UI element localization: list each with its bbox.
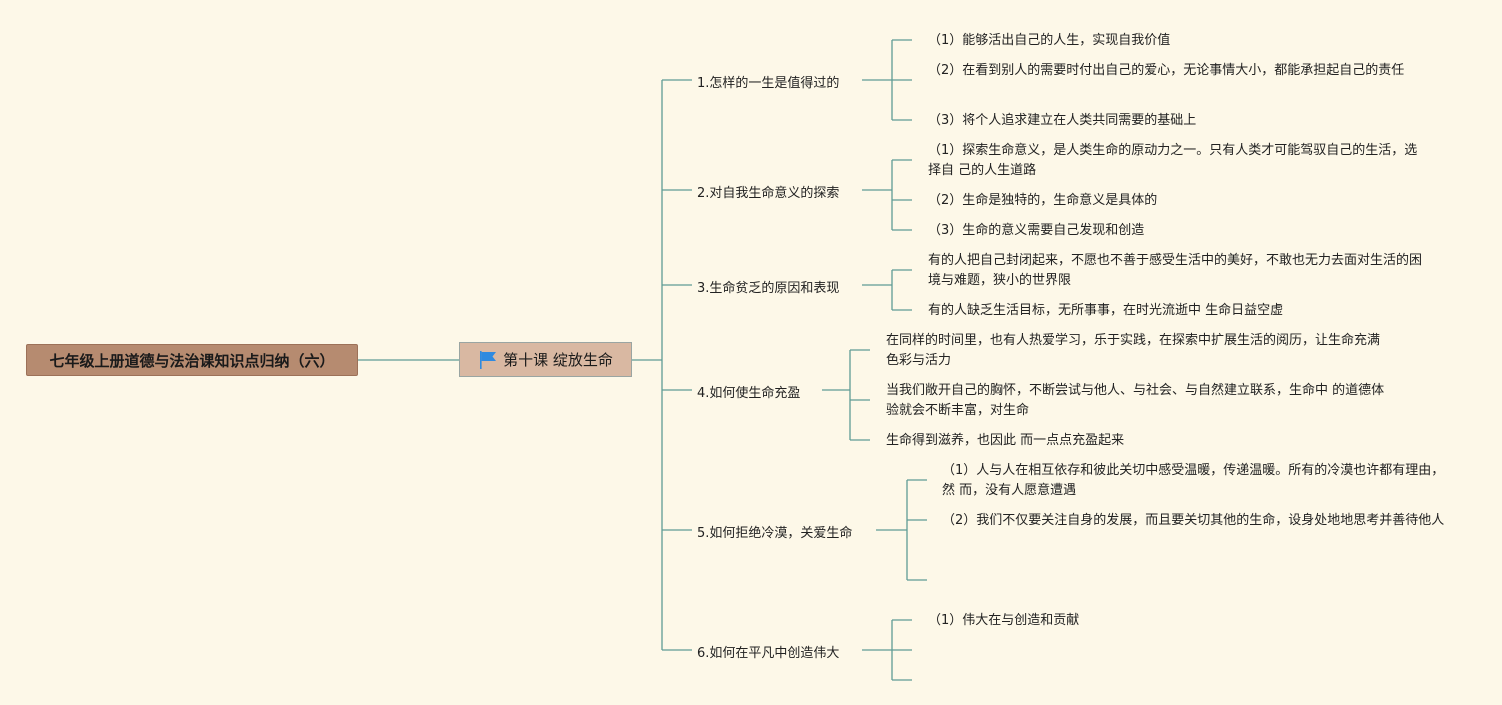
leaf-text: （3）将个人追求建立在人类共同需要的基础上 <box>928 113 1197 128</box>
branch-4[interactable]: 4.如何使生命充盈 <box>697 382 800 401</box>
center-node[interactable]: 第十课 绽放生命 <box>459 342 632 377</box>
branch-label: 1.怎样的一生是值得过的 <box>697 76 840 91</box>
leaf-2-1[interactable]: （1）探索生命意义，是人类生命的原动力之一。只有人类才可能驾驭自己的生活，选择自… <box>928 141 1420 181</box>
branch-label: 6.如何在平凡中创造伟大 <box>697 646 840 661</box>
leaf-text: （1）人与人在相互依存和彼此关切中感受温暖，传递温暖。所有的冷漠也许都有理由，然… <box>942 463 1445 498</box>
leaf-5-1[interactable]: （1）人与人在相互依存和彼此关切中感受温暖，传递温暖。所有的冷漠也许都有理由，然… <box>942 461 1447 501</box>
leaf-text: 有的人缺乏生活目标，无所事事，在时光流逝中 生命日益空虚 <box>928 303 1284 318</box>
center-title: 第十课 绽放生命 <box>503 351 613 369</box>
branch-1[interactable]: 1.怎样的一生是值得过的 <box>697 72 839 91</box>
leaf-text: （1）探索生命意义，是人类生命的原动力之一。只有人类才可能驾驭自己的生活，选择自… <box>928 143 1418 178</box>
branch-5[interactable]: 5.如何拒绝冷漠，关爱生命 <box>697 522 852 541</box>
leaf-text: 有的人把自己封闭起来，不愿也不善于感受生活中的美好，不敢也无力去面对生活的困 境… <box>928 253 1423 288</box>
leaf-text: （1）能够活出自己的人生，实现自我价值 <box>928 33 1171 48</box>
leaf-text: （1）伟大在与创造和贡献 <box>928 613 1080 628</box>
leaf-1-3[interactable]: （3）将个人追求建立在人类共同需要的基础上 <box>928 111 1438 131</box>
leaf-text: （3）生命的意义需要自己发现和创造 <box>928 223 1145 238</box>
leaf-1-2[interactable]: （2）在看到别人的需要时付出自己的爱心，无论事情大小，都能承担起自己的责任 <box>928 61 1410 81</box>
leaf-4-2[interactable]: 当我们敞开自己的胸怀，不断尝试与他人、与社会、与自然建立联系，生命中 的道德体验… <box>886 381 1391 421</box>
branch-6[interactable]: 6.如何在平凡中创造伟大 <box>697 642 839 661</box>
leaf-3-1[interactable]: 有的人把自己封闭起来，不愿也不善于感受生活中的美好，不敢也无力去面对生活的困 境… <box>928 251 1428 291</box>
branch-3[interactable]: 3.生命贫乏的原因和表现 <box>697 277 839 296</box>
flag-icon <box>480 350 497 369</box>
root-node[interactable]: 七年级上册道德与法治课知识点归纳（六） <box>26 344 358 376</box>
leaf-text: （2）在看到别人的需要时付出自己的爱心，无论事情大小，都能承担起自己的责任 <box>928 63 1405 78</box>
leaf-3-2[interactable]: 有的人缺乏生活目标，无所事事，在时光流逝中 生命日益空虚 <box>928 301 1438 321</box>
branch-label: 3.生命贫乏的原因和表现 <box>697 281 840 296</box>
leaf-2-2[interactable]: （2）生命是独特的，生命意义是具体的 <box>928 191 1438 211</box>
leaf-4-3[interactable]: 生命得到滋养，也因此 而一点点充盈起来 <box>886 431 1391 451</box>
leaf-text: 当我们敞开自己的胸怀，不断尝试与他人、与社会、与自然建立联系，生命中 的道德体验… <box>886 383 1385 418</box>
leaf-5-2[interactable]: （2）我们不仅要关注自身的发展，而且要关切其他的生命，设身处地地思考并善待他人 <box>942 511 1447 531</box>
leaf-text: （2）我们不仅要关注自身的发展，而且要关切其他的生命，设身处地地思考并善待他人 <box>942 513 1445 528</box>
branch-label: 4.如何使生命充盈 <box>697 386 801 401</box>
branch-label: 5.如何拒绝冷漠，关爱生命 <box>697 526 853 541</box>
branch-label: 2.对自我生命意义的探索 <box>697 186 840 201</box>
leaf-6-1[interactable]: （1）伟大在与创造和贡献 <box>928 611 1433 631</box>
leaf-4-1[interactable]: 在同样的时间里，也有人热爱学习，乐于实践，在探索中扩展生活的阅历，让生命充满 色… <box>886 331 1386 371</box>
leaf-text: 在同样的时间里，也有人热爱学习，乐于实践，在探索中扩展生活的阅历，让生命充满 色… <box>886 333 1381 368</box>
leaf-2-3[interactable]: （3）生命的意义需要自己发现和创造 <box>928 221 1438 241</box>
leaf-text: 生命得到滋养，也因此 而一点点充盈起来 <box>886 433 1125 448</box>
root-title: 七年级上册道德与法治课知识点归纳（六） <box>49 351 335 370</box>
leaf-text: （2）生命是独特的，生命意义是具体的 <box>928 193 1158 208</box>
branch-2[interactable]: 2.对自我生命意义的探索 <box>697 182 839 201</box>
leaf-1-1[interactable]: （1）能够活出自己的人生，实现自我价值 <box>928 31 1438 51</box>
